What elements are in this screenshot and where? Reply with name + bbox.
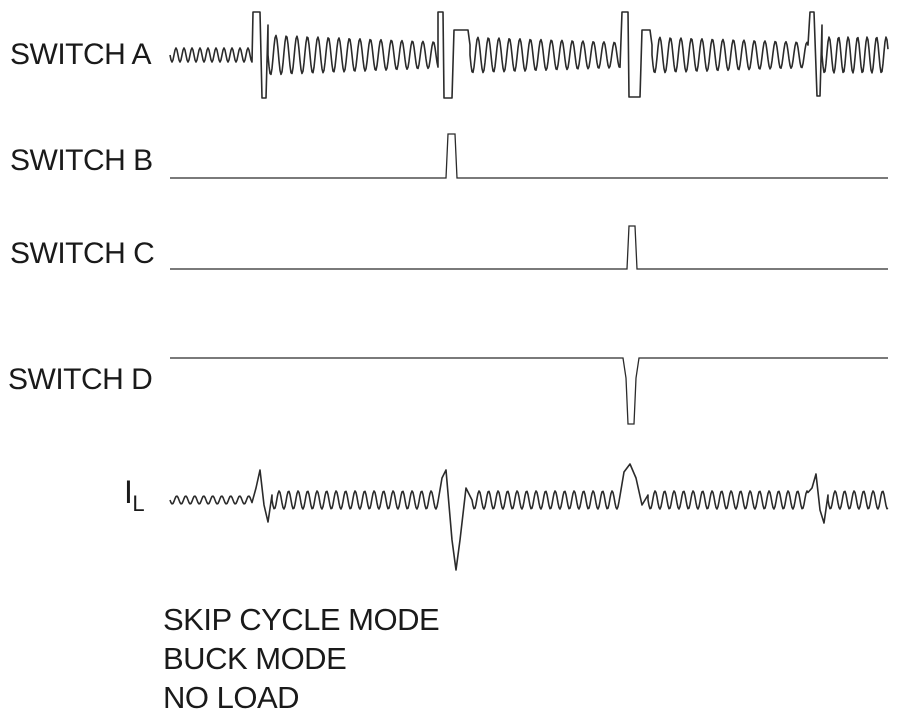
- switch-c-label: SWITCH C: [10, 237, 155, 270]
- switch-d-label: SWITCH D: [8, 363, 153, 396]
- switch-a-label: SWITCH A: [10, 38, 152, 71]
- switch-c-waveform: [170, 225, 888, 270]
- note-no-load: NO LOAD: [163, 680, 300, 715]
- note-buck-mode: BUCK MODE: [163, 641, 347, 676]
- switch-a-waveform: [169, 11, 889, 99]
- inductor-current-label: IL: [124, 474, 145, 517]
- switch-d-waveform: [170, 357, 888, 425]
- switch-b-label: SWITCH B: [10, 144, 153, 177]
- inductor-current-label-sub: L: [132, 491, 145, 516]
- switch-b-waveform: [170, 133, 888, 179]
- inductor-current-label-main: I: [124, 474, 133, 510]
- inductor-current-waveform: [169, 463, 889, 571]
- note-skip-cycle-mode: SKIP CYCLE MODE: [163, 602, 440, 637]
- mode-notes: SKIP CYCLE MODE BUCK MODE NO LOAD: [163, 600, 440, 717]
